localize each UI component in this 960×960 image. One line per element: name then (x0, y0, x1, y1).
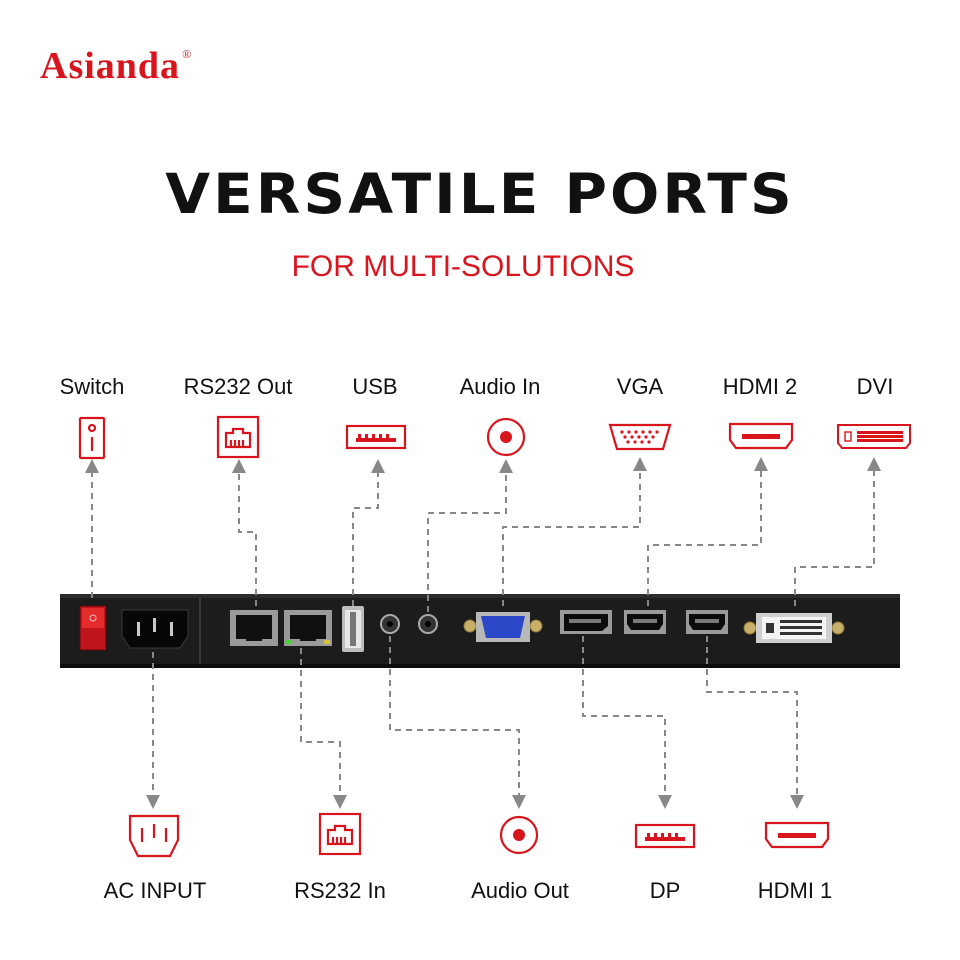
label-usb: USB (352, 374, 398, 399)
rj45-port-icon (216, 415, 260, 459)
label-switch: Switch (59, 374, 125, 399)
rocker-switch-icon (78, 416, 106, 460)
label-hdmi1: HDMI 1 (757, 878, 833, 903)
usb-port-icon (345, 424, 407, 450)
dvi-port-icon (837, 424, 911, 449)
brand-name: Asianda (40, 45, 181, 87)
brand-logo: Asianda® (40, 44, 192, 88)
label-hdmi2: HDMI 2 (722, 374, 798, 399)
label-ac-input: AC INPUT (103, 878, 207, 903)
audio-jack-icon (499, 815, 539, 855)
registered-mark: ® (182, 47, 193, 62)
displayport-icon (634, 823, 696, 849)
label-vga: VGA (616, 374, 664, 399)
label-rs232-in: RS232 In (294, 878, 386, 903)
vga-port-icon (608, 423, 672, 451)
device-rear-panel (60, 594, 900, 668)
audio-jack-icon (486, 417, 526, 457)
label-audio-in: Audio In (459, 374, 541, 399)
ac-inlet-icon (128, 814, 180, 858)
page-title: VERSATILE PORTS (165, 161, 795, 227)
label-dvi: DVI (856, 374, 894, 399)
rj45-port-icon (318, 812, 362, 856)
label-rs232-out: RS232 Out (183, 374, 293, 399)
label-audio-out: Audio Out (471, 878, 569, 903)
connector-lines (85, 457, 881, 809)
page-subtitle: FOR MULTI-SOLUTIONS (291, 250, 635, 283)
label-dp: DP (649, 878, 681, 903)
hdmi-port-icon (764, 821, 830, 849)
hdmi-port-icon (728, 422, 794, 450)
